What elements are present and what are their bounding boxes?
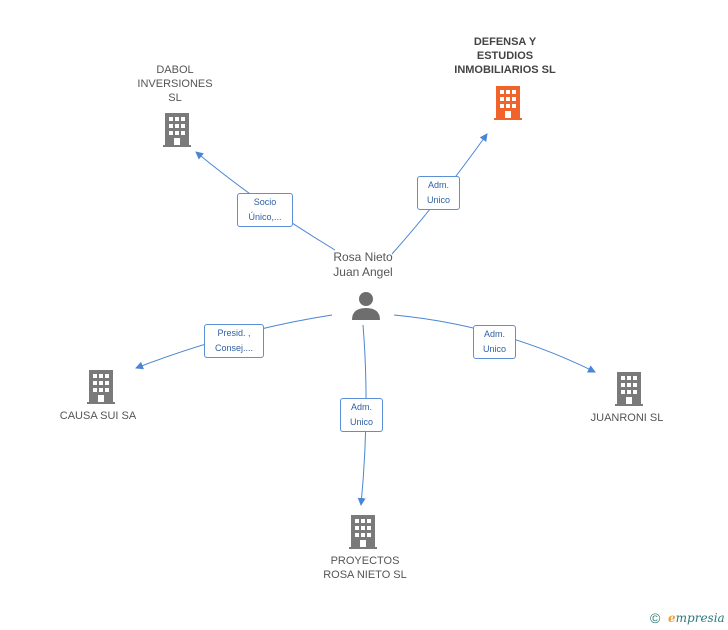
building-icon[interactable] — [163, 113, 191, 152]
brand-rest: mpresia — [675, 611, 725, 625]
brand-logo[interactable]: empresia — [668, 611, 725, 625]
brand-e: e — [668, 611, 676, 625]
company-label-causa[interactable]: CAUSA SUI SA — [59, 410, 137, 422]
role-label-proyectos[interactable]: Adm. Unico — [340, 398, 383, 432]
company-label-juanroni[interactable]: JUANRONI SL — [590, 412, 664, 424]
role-label-causa[interactable]: Presid. , Consej.... — [204, 324, 264, 358]
person-label[interactable]: Rosa Nieto Juan Angel — [333, 250, 393, 279]
copyright-icon: © — [650, 610, 661, 626]
company-label-dabol[interactable]: DABOL INVERSIONES SL — [137, 64, 213, 104]
person-icon[interactable] — [351, 290, 381, 325]
building-icon[interactable] — [87, 370, 115, 409]
company-label-proyectos[interactable]: PROYECTOS ROSA NIETO SL — [323, 555, 407, 581]
building-icon[interactable] — [349, 515, 377, 554]
building-icon[interactable] — [493, 86, 523, 125]
role-label-dabol[interactable]: Socio Único,... — [237, 193, 293, 227]
company-label-defensa[interactable]: DEFENSA Y ESTUDIOS INMOBILIARIOS SL — [454, 36, 556, 76]
building-icon[interactable] — [615, 372, 643, 411]
role-label-juanroni[interactable]: Adm. Unico — [473, 325, 516, 359]
role-label-defensa[interactable]: Adm. Unico — [417, 176, 460, 210]
